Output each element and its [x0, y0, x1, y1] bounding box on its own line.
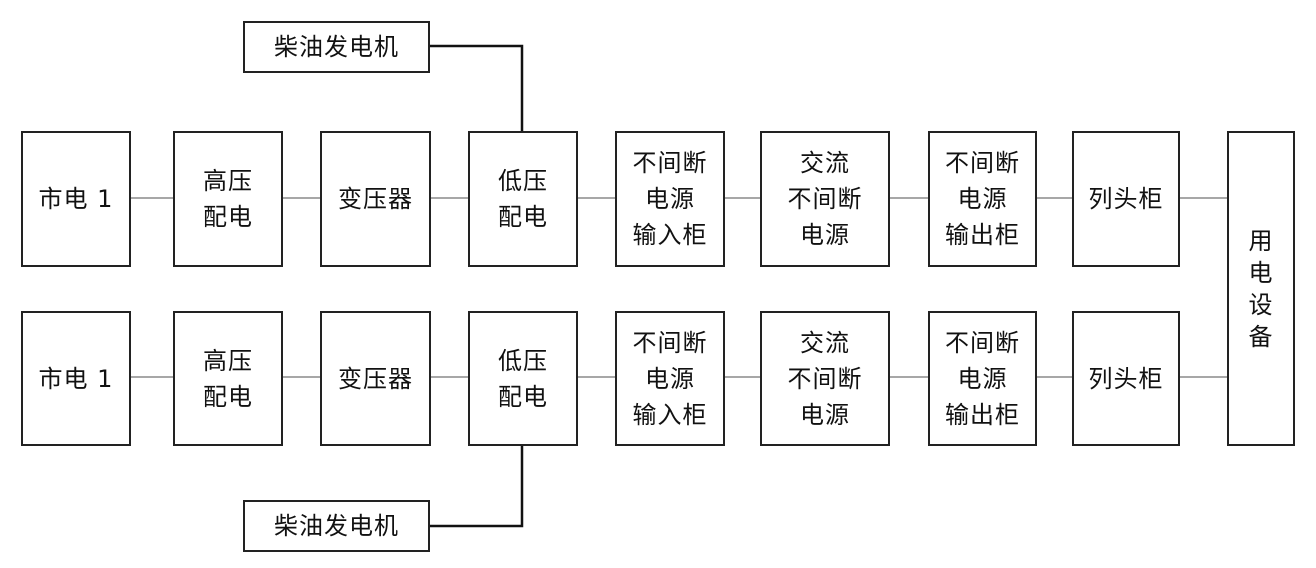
row2-ups-output-cabinet-label: 不间断 电源 输出柜 [945, 328, 1020, 429]
row2-hv-distribution-label: 高压 配电 [203, 346, 253, 411]
row2-ac-ups-box: 交流 不间断 电源 [760, 311, 890, 446]
row2-ups-output-cabinet-box: 不间断 电源 输出柜 [928, 311, 1037, 446]
row1-diesel-generator-label: 柴油发电机 [274, 33, 399, 61]
row1-mains-label: 市电 1 [38, 185, 114, 213]
row2-lv-distribution-box: 低压 配电 [468, 311, 578, 446]
row1-ups-output-cabinet-box: 不间断 电源 输出柜 [928, 131, 1037, 267]
row2-ups-input-cabinet-label: 不间断 电源 输入柜 [632, 328, 708, 429]
row2-transformer-label: 变压器 [338, 364, 413, 393]
row2-generator-feed [430, 445, 524, 528]
row1-ac-ups-label: 交流 不间断 电源 [787, 149, 863, 249]
row1-transformer-box: 变压器 [320, 131, 431, 267]
row2-diesel-generator-box: 柴油发电机 [243, 500, 430, 552]
row2-transformer-box: 变压器 [320, 311, 431, 446]
row1-column-head-cabinet-label: 列头柜 [1088, 185, 1164, 213]
row1-generator-feed [430, 44, 524, 131]
row1-ac-ups-box: 交流 不间断 电源 [760, 131, 890, 267]
row2-column-head-cabinet-box: 列头柜 [1072, 311, 1180, 446]
row1-ups-output-cabinet-label: 不间断 电源 输出柜 [945, 149, 1020, 249]
row1-hv-distribution-label: 高压 配电 [203, 167, 253, 231]
row1-hv-distribution-box: 高压 配电 [173, 131, 283, 267]
row1-ups-input-cabinet-box: 不间断 电源 输入柜 [615, 131, 725, 267]
row1-diesel-generator-box: 柴油发电机 [243, 21, 430, 73]
load-equipment-label: 用 电 设 备 [1248, 226, 1274, 351]
load-equipment-box: 用 电 设 备 [1227, 131, 1295, 446]
row2-diesel-generator-label: 柴油发电机 [274, 512, 399, 540]
row1-ups-input-cabinet-label: 不间断 电源 输入柜 [632, 149, 708, 249]
row2-hv-distribution-box: 高压 配电 [173, 311, 283, 446]
row1-lv-distribution-label: 低压 配电 [498, 167, 548, 231]
row2-column-head-cabinet-label: 列头柜 [1088, 364, 1164, 393]
row2-ups-input-cabinet-box: 不间断 电源 输入柜 [615, 311, 725, 446]
row1-transformer-label: 变压器 [338, 185, 413, 213]
row2-mains-box: 市电 1 [21, 311, 131, 446]
row2-lv-distribution-label: 低压 配电 [498, 346, 548, 411]
row2-ac-ups-label: 交流 不间断 电源 [787, 328, 863, 429]
row1-mains-box: 市电 1 [21, 131, 131, 267]
row1-column-head-cabinet-box: 列头柜 [1072, 131, 1180, 267]
row2-mains-label: 市电 1 [38, 364, 114, 393]
row1-lv-distribution-box: 低压 配电 [468, 131, 578, 267]
